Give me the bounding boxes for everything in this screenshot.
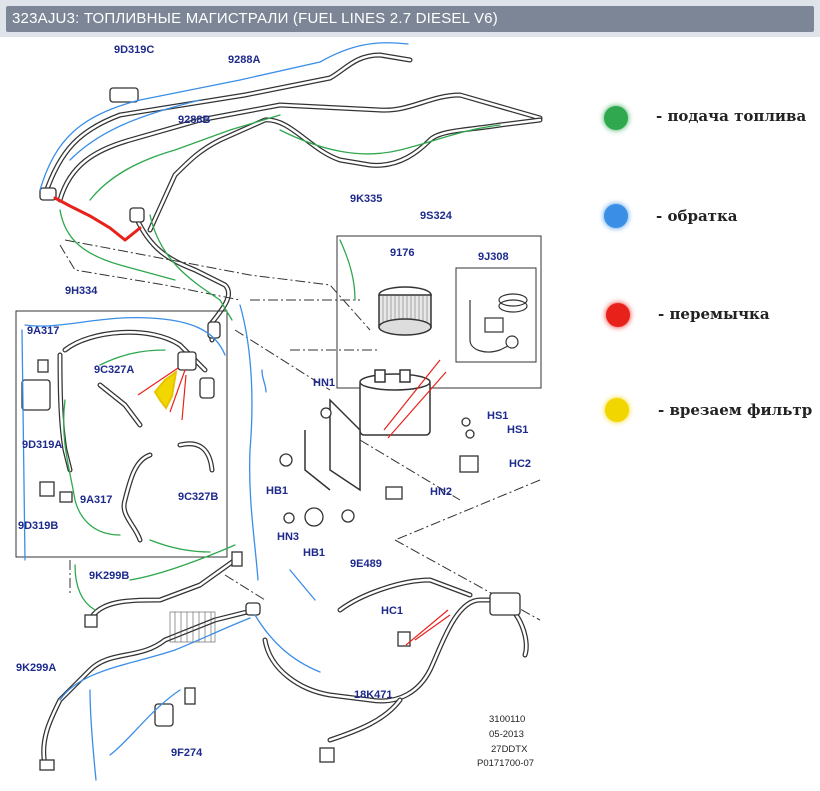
- label-hn2: HN2: [430, 486, 453, 498]
- label-18k471: 18K471: [354, 689, 393, 701]
- legend-text-return: - обратка: [656, 207, 738, 225]
- label-9a317-bottom: 9A317: [80, 494, 113, 506]
- label-hc2: HC2: [509, 458, 532, 470]
- legend-dot-jumper: [606, 303, 630, 327]
- 9j308-inset: [455, 267, 537, 363]
- label-hc1: HC1: [381, 605, 404, 617]
- ref-line-3: 27DDTX: [491, 744, 528, 755]
- red-annotation-arrows: [137, 359, 451, 646]
- bracket-9d319a: [21, 379, 51, 411]
- label-hn3: HN3: [277, 531, 300, 543]
- legend-dot-supply: [604, 106, 628, 130]
- label-9j308: 9J308: [478, 251, 509, 263]
- fuel-tube-lines: [41, 52, 543, 768]
- clip-9f274: [154, 703, 174, 727]
- label-9c327a: 9C327A: [94, 364, 135, 376]
- label-9f274: 9F274: [171, 747, 203, 759]
- fittings: [21, 87, 521, 771]
- ref-line-1: 3100110: [489, 714, 526, 725]
- title-bar: 323AJU3: ТОПЛИВНЫЕ МАГИСТРАЛИ (FUEL LINE…: [0, 0, 820, 37]
- blue-return-marking: [21, 42, 409, 781]
- yellow-cut-in-marking: [153, 369, 178, 410]
- label-9288a: 9288A: [228, 54, 261, 66]
- label-9288b: 9288B: [178, 114, 211, 126]
- label-hs1-top: HS1: [487, 410, 509, 422]
- label-hn1: HN1: [313, 377, 336, 389]
- label-9c327b: 9C327B: [178, 491, 219, 503]
- label-hs1-bottom: HS1: [507, 424, 529, 436]
- 9s324-box: [336, 235, 542, 389]
- legend-text-filter: - врезаем фильтр: [658, 401, 813, 419]
- label-9h334: 9H334: [65, 285, 98, 297]
- clip-9d319c: [109, 87, 139, 103]
- legend-text-jumper: - перемычка: [658, 305, 770, 323]
- water-sensor-9j308: [469, 293, 528, 353]
- label-9k299a: 9K299A: [16, 662, 57, 674]
- red-jumper-marking: [53, 196, 142, 242]
- label-9d319c: 9D319C: [114, 44, 155, 56]
- label-9k299b: 9K299B: [89, 570, 130, 582]
- label-hb1-right: HB1: [303, 547, 326, 559]
- ref-line-4: P0171700-07: [477, 758, 535, 769]
- label-hb1-left: HB1: [266, 485, 289, 497]
- green-supply-marking: [59, 114, 501, 611]
- 9h334-box: [15, 310, 228, 558]
- bracket-9d319b: [39, 481, 55, 497]
- label-9d319a: 9D319A: [22, 439, 63, 451]
- ref-line-2: 05-2013: [489, 729, 524, 740]
- legend-dot-return: [604, 204, 628, 228]
- page-title: 323AJU3: ТОПЛИВНЫЕ МАГИСТРАЛИ (FUEL LINE…: [12, 10, 498, 27]
- label-9k335: 9K335: [350, 193, 383, 205]
- fuel-filter-element-9176: [378, 286, 432, 336]
- legend-dot-filter: [605, 398, 629, 422]
- label-9s324: 9S324: [420, 210, 452, 222]
- title-bar-background: [6, 6, 814, 32]
- label-9d319b: 9D319B: [18, 520, 59, 532]
- fuel-pump: [489, 592, 521, 616]
- label-9e489: 9E489: [350, 558, 382, 570]
- leader-lines: [59, 239, 541, 621]
- label-9176: 9176: [390, 247, 415, 259]
- legend-text-supply: - подача топлива: [656, 107, 807, 125]
- label-9a317-top: 9A317: [27, 325, 60, 337]
